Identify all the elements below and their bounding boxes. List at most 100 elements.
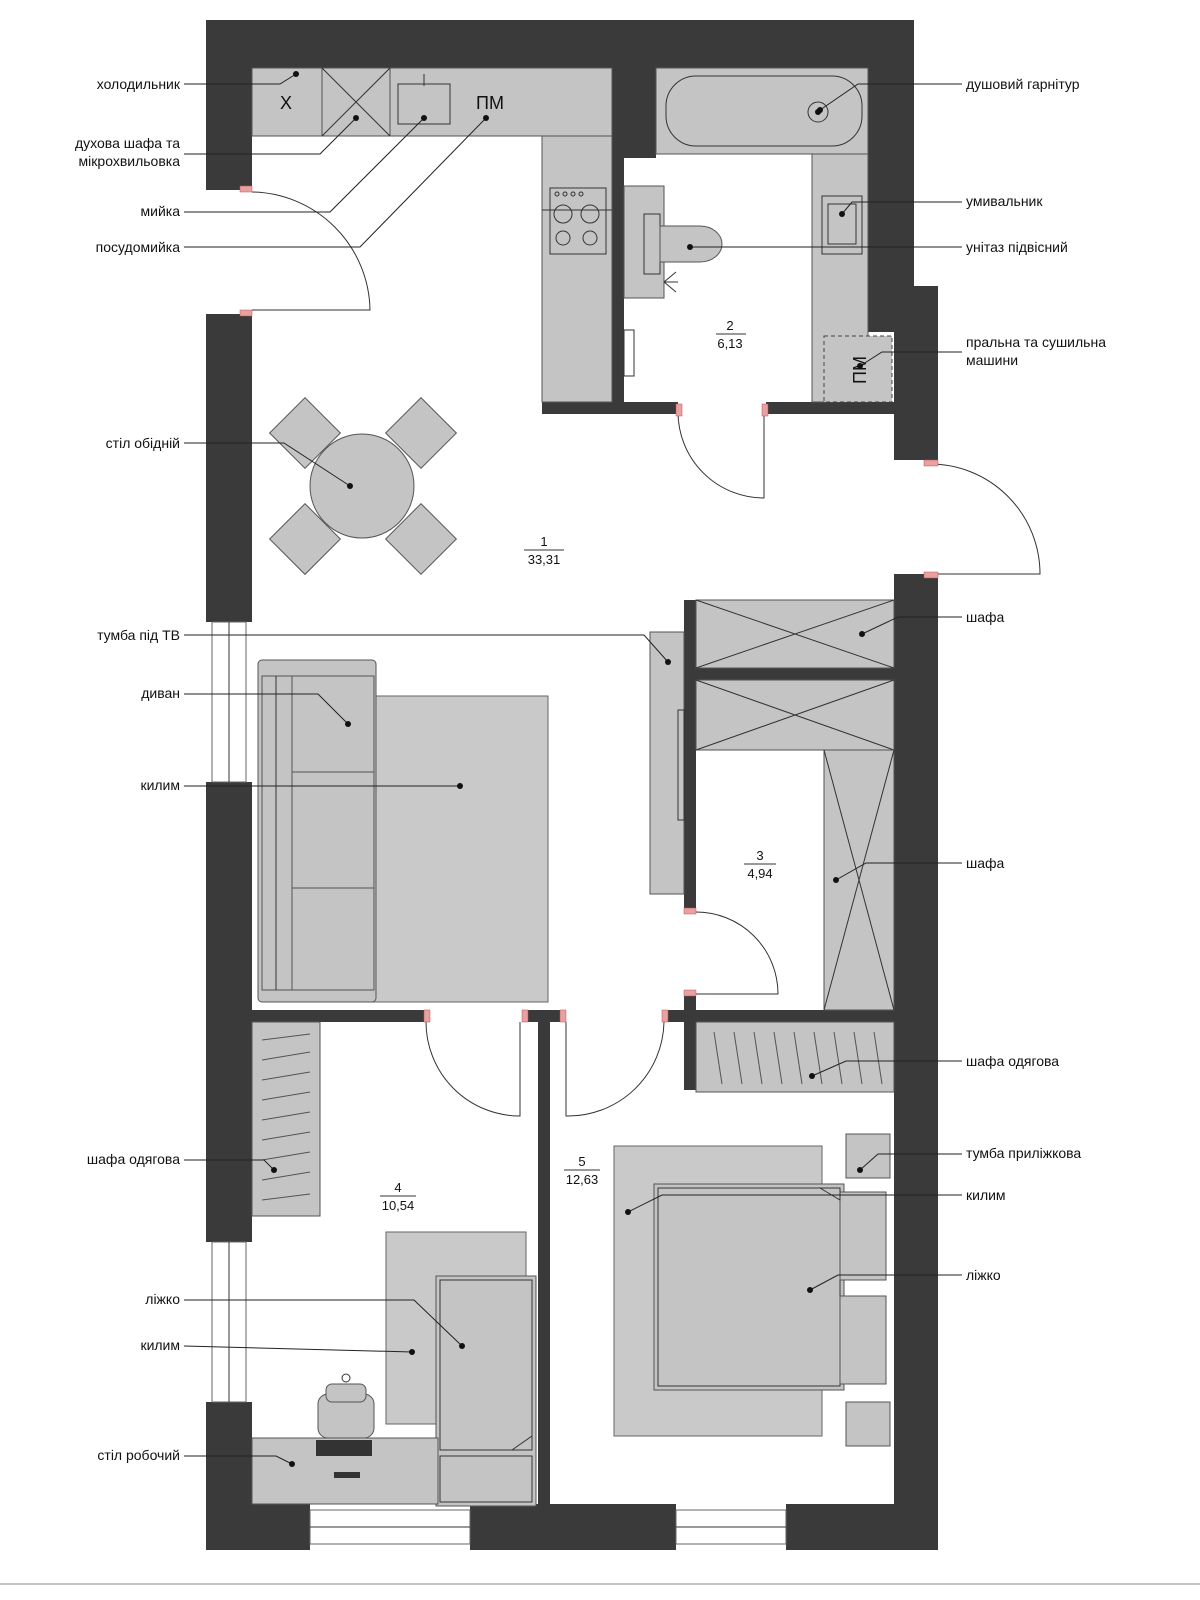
wall-closet-divider — [684, 668, 894, 680]
room-4-area: 10,54 — [382, 1198, 415, 1213]
walls — [206, 20, 938, 1550]
wall-bedroom5-top — [664, 1010, 894, 1022]
wall-right-bath — [868, 20, 914, 332]
label-sink: мийка — [141, 203, 181, 219]
label-wardrobe-bedroom5: шафа одягова — [966, 1053, 1059, 1069]
label-wardrobe-left: шафа одягова — [87, 1151, 180, 1167]
wall-bedroom4-top — [252, 1010, 426, 1022]
label-toilet: унітаз підвісний — [966, 239, 1068, 255]
callouts-left: холодильник духова шафа та мікрохвильовк… — [75, 71, 671, 1467]
wall-bedrooms-divider — [538, 1010, 550, 1504]
wall-top — [206, 20, 914, 68]
room-5-number: 5 — [578, 1154, 585, 1169]
washing-machine — [823, 335, 893, 403]
room-1-number: 1 — [540, 534, 547, 549]
bathroom: ПМ — [623, 67, 893, 403]
closets — [695, 599, 895, 1011]
label-tv-stand: тумба під ТВ — [97, 627, 180, 643]
chair-4 — [384, 502, 458, 576]
label-fridge: холодильник — [97, 76, 181, 92]
label-desk: стіл робочий — [97, 1447, 180, 1463]
dishwasher-mark: ПМ — [476, 93, 504, 113]
wall-bath-kitchen-thin — [612, 158, 624, 412]
label-washer-1: пральна та сушильна — [966, 334, 1106, 350]
label-rug-4: килим — [140, 1337, 180, 1353]
chair-2 — [384, 396, 458, 470]
bathtub — [655, 67, 869, 155]
wall-left-kitchen — [206, 20, 252, 190]
room-5-area: 12,63 — [566, 1172, 599, 1187]
wall-bottom-2 — [470, 1504, 676, 1550]
wall-left-dining — [206, 314, 252, 622]
wardrobe-bedroom5 — [695, 1021, 895, 1093]
pillow-1 — [839, 1191, 887, 1281]
room-2-number: 2 — [726, 318, 733, 333]
label-washer-2: машини — [966, 352, 1018, 368]
label-wardrobe-closet: шафа — [966, 855, 1005, 871]
kitchen-counter-side — [541, 135, 613, 403]
door-closet — [695, 911, 779, 995]
toilet-bowl — [659, 225, 723, 263]
wall-bath-kitchen — [612, 66, 656, 158]
door-bathroom — [677, 411, 765, 499]
door-bedroom5 — [565, 1021, 665, 1117]
label-oven-1: духова шафа та — [75, 135, 180, 151]
room-3-area: 4,94 — [747, 866, 772, 881]
keyboard-icon — [316, 1440, 372, 1456]
dining-set — [268, 396, 458, 576]
doors — [239, 185, 1041, 1117]
label-oven-2: мікрохвильовка — [79, 153, 181, 169]
door-entrance — [929, 463, 1041, 575]
pillow-2 — [839, 1295, 887, 1385]
label-dining-table: стіл обідній — [106, 435, 180, 451]
bed-bedroom5 — [653, 1183, 845, 1391]
label-rug-5: килим — [966, 1187, 1006, 1203]
wall-closet-left — [684, 600, 696, 908]
nightstand-2 — [845, 1401, 891, 1447]
room-3-number: 3 — [756, 848, 763, 863]
sofa-back — [261, 675, 293, 991]
bedroom-4 — [251, 1021, 537, 1507]
fridge-mark: Х — [280, 93, 292, 113]
wall-bath-bottom-right — [766, 402, 896, 414]
bedroom-5 — [613, 1133, 891, 1447]
door-kitchen-left — [251, 191, 371, 311]
monitor-stand — [334, 1472, 360, 1478]
nightstand-1 — [845, 1133, 891, 1179]
label-nightstand: тумба приліжкова — [966, 1145, 1081, 1161]
tv — [677, 709, 685, 821]
wall-left-mid — [206, 782, 252, 1242]
room-1-area: 33,31 — [528, 552, 561, 567]
label-rug-living: килим — [140, 777, 180, 793]
label-dishwasher: посудомийка — [96, 239, 181, 255]
towel-rail — [623, 329, 635, 377]
wall-right-bath-step — [868, 286, 938, 460]
room-labels: 2 6,13 1 33,31 3 4,94 4 10,54 5 12,63 — [380, 318, 776, 1213]
bed-bedroom4 — [435, 1275, 537, 1507]
callouts-right: душовий гарнітур умивальник унітаз підві… — [625, 76, 1106, 1293]
tv-stand — [649, 631, 685, 895]
label-bed-5: ліжко — [966, 1267, 1001, 1283]
door-bedroom4 — [425, 1021, 521, 1117]
living — [257, 631, 685, 1003]
label-sofa: диван — [141, 685, 180, 701]
dining-table — [309, 433, 415, 539]
label-bed-4: ліжко — [145, 1291, 180, 1307]
label-washbasin: умивальник — [966, 193, 1043, 209]
wardrobe-bedroom4 — [251, 1021, 321, 1217]
washbasin — [821, 195, 863, 255]
room-4-number: 4 — [394, 1180, 401, 1195]
washer-mark: ПМ — [850, 356, 870, 384]
drain-icon — [807, 101, 829, 123]
label-shower: душовий гарнітур — [966, 76, 1080, 92]
wall-bottom-1 — [206, 1504, 310, 1550]
chair-1 — [268, 396, 342, 470]
windows — [211, 621, 787, 1545]
wall-bath-bottom-left — [542, 402, 678, 414]
kitchen: Х ПМ — [251, 67, 613, 403]
chair-3 — [268, 502, 342, 576]
wall-right-lower — [894, 574, 938, 1550]
wall-closet-left-low — [684, 994, 696, 1090]
cooktop — [549, 187, 607, 255]
